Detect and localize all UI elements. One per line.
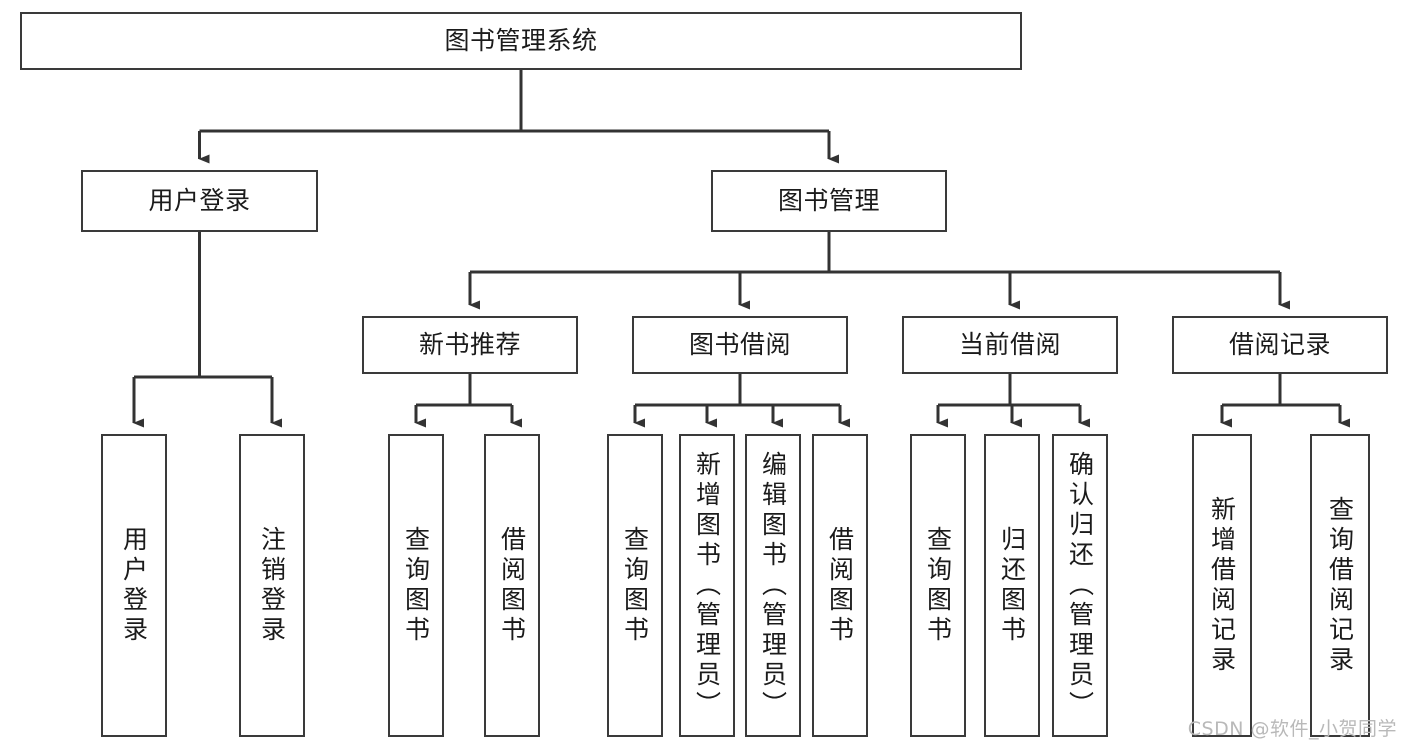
- node-leaf-borrow-book-recommend[interactable]: 借阅图书: [484, 434, 540, 737]
- node-label: 新增借阅记录: [1207, 495, 1237, 676]
- node-root[interactable]: 图书管理系统: [20, 12, 1022, 70]
- node-label: 查询图书: [923, 525, 953, 646]
- node-label: 注销登录: [257, 525, 287, 646]
- node-label: 确认归还（管理员）: [1065, 450, 1095, 721]
- watermark-text: CSDN @软件_小贺同学: [1187, 718, 1397, 740]
- node-label: 图书管理: [777, 186, 880, 215]
- node-label: 用户登录: [119, 525, 149, 646]
- node-label: 编辑图书（管理员）: [758, 450, 788, 721]
- node-label: 借阅图书: [825, 525, 855, 646]
- node-book-manage[interactable]: 图书管理: [711, 170, 947, 232]
- node-book-borrow[interactable]: 图书借阅: [632, 316, 848, 374]
- node-label: 用户登录: [148, 186, 251, 215]
- node-leaf-return-book[interactable]: 归还图书: [984, 434, 1040, 737]
- node-label: 借阅图书: [497, 525, 527, 646]
- node-leaf-query-book-current[interactable]: 查询图书: [910, 434, 966, 737]
- node-user-login[interactable]: 用户登录: [81, 170, 318, 232]
- node-leaf-user-login[interactable]: 用户登录: [101, 434, 167, 737]
- node-leaf-add-borrow-record[interactable]: 新增借阅记录: [1192, 434, 1252, 737]
- node-label: 查询图书: [401, 525, 431, 646]
- node-leaf-logout-login[interactable]: 注销登录: [239, 434, 305, 737]
- node-leaf-borrow-book[interactable]: 借阅图书: [812, 434, 868, 737]
- node-label: 图书借阅: [688, 330, 791, 359]
- node-leaf-query-borrow-record[interactable]: 查询借阅记录: [1310, 434, 1370, 737]
- node-new-book-recommend[interactable]: 新书推荐: [362, 316, 578, 374]
- node-current-borrow[interactable]: 当前借阅: [902, 316, 1118, 374]
- node-label: 当前借阅: [958, 330, 1061, 359]
- node-label: 新书推荐: [418, 330, 521, 359]
- node-label: 新增图书（管理员）: [692, 450, 722, 721]
- node-label: 查询借阅记录: [1325, 495, 1355, 676]
- node-leaf-confirm-return[interactable]: 确认归还（管理员）: [1052, 434, 1108, 737]
- node-label: 归还图书: [997, 525, 1027, 646]
- node-label: 借阅记录: [1228, 330, 1331, 359]
- node-leaf-query-book-borrow[interactable]: 查询图书: [607, 434, 663, 737]
- node-leaf-edit-book[interactable]: 编辑图书（管理员）: [745, 434, 801, 737]
- node-borrow-record[interactable]: 借阅记录: [1172, 316, 1388, 374]
- node-label: 图书管理系统: [444, 26, 598, 55]
- node-leaf-query-book-recommend[interactable]: 查询图书: [388, 434, 444, 737]
- node-label: 查询图书: [620, 525, 650, 646]
- node-leaf-add-book[interactable]: 新增图书（管理员）: [679, 434, 735, 737]
